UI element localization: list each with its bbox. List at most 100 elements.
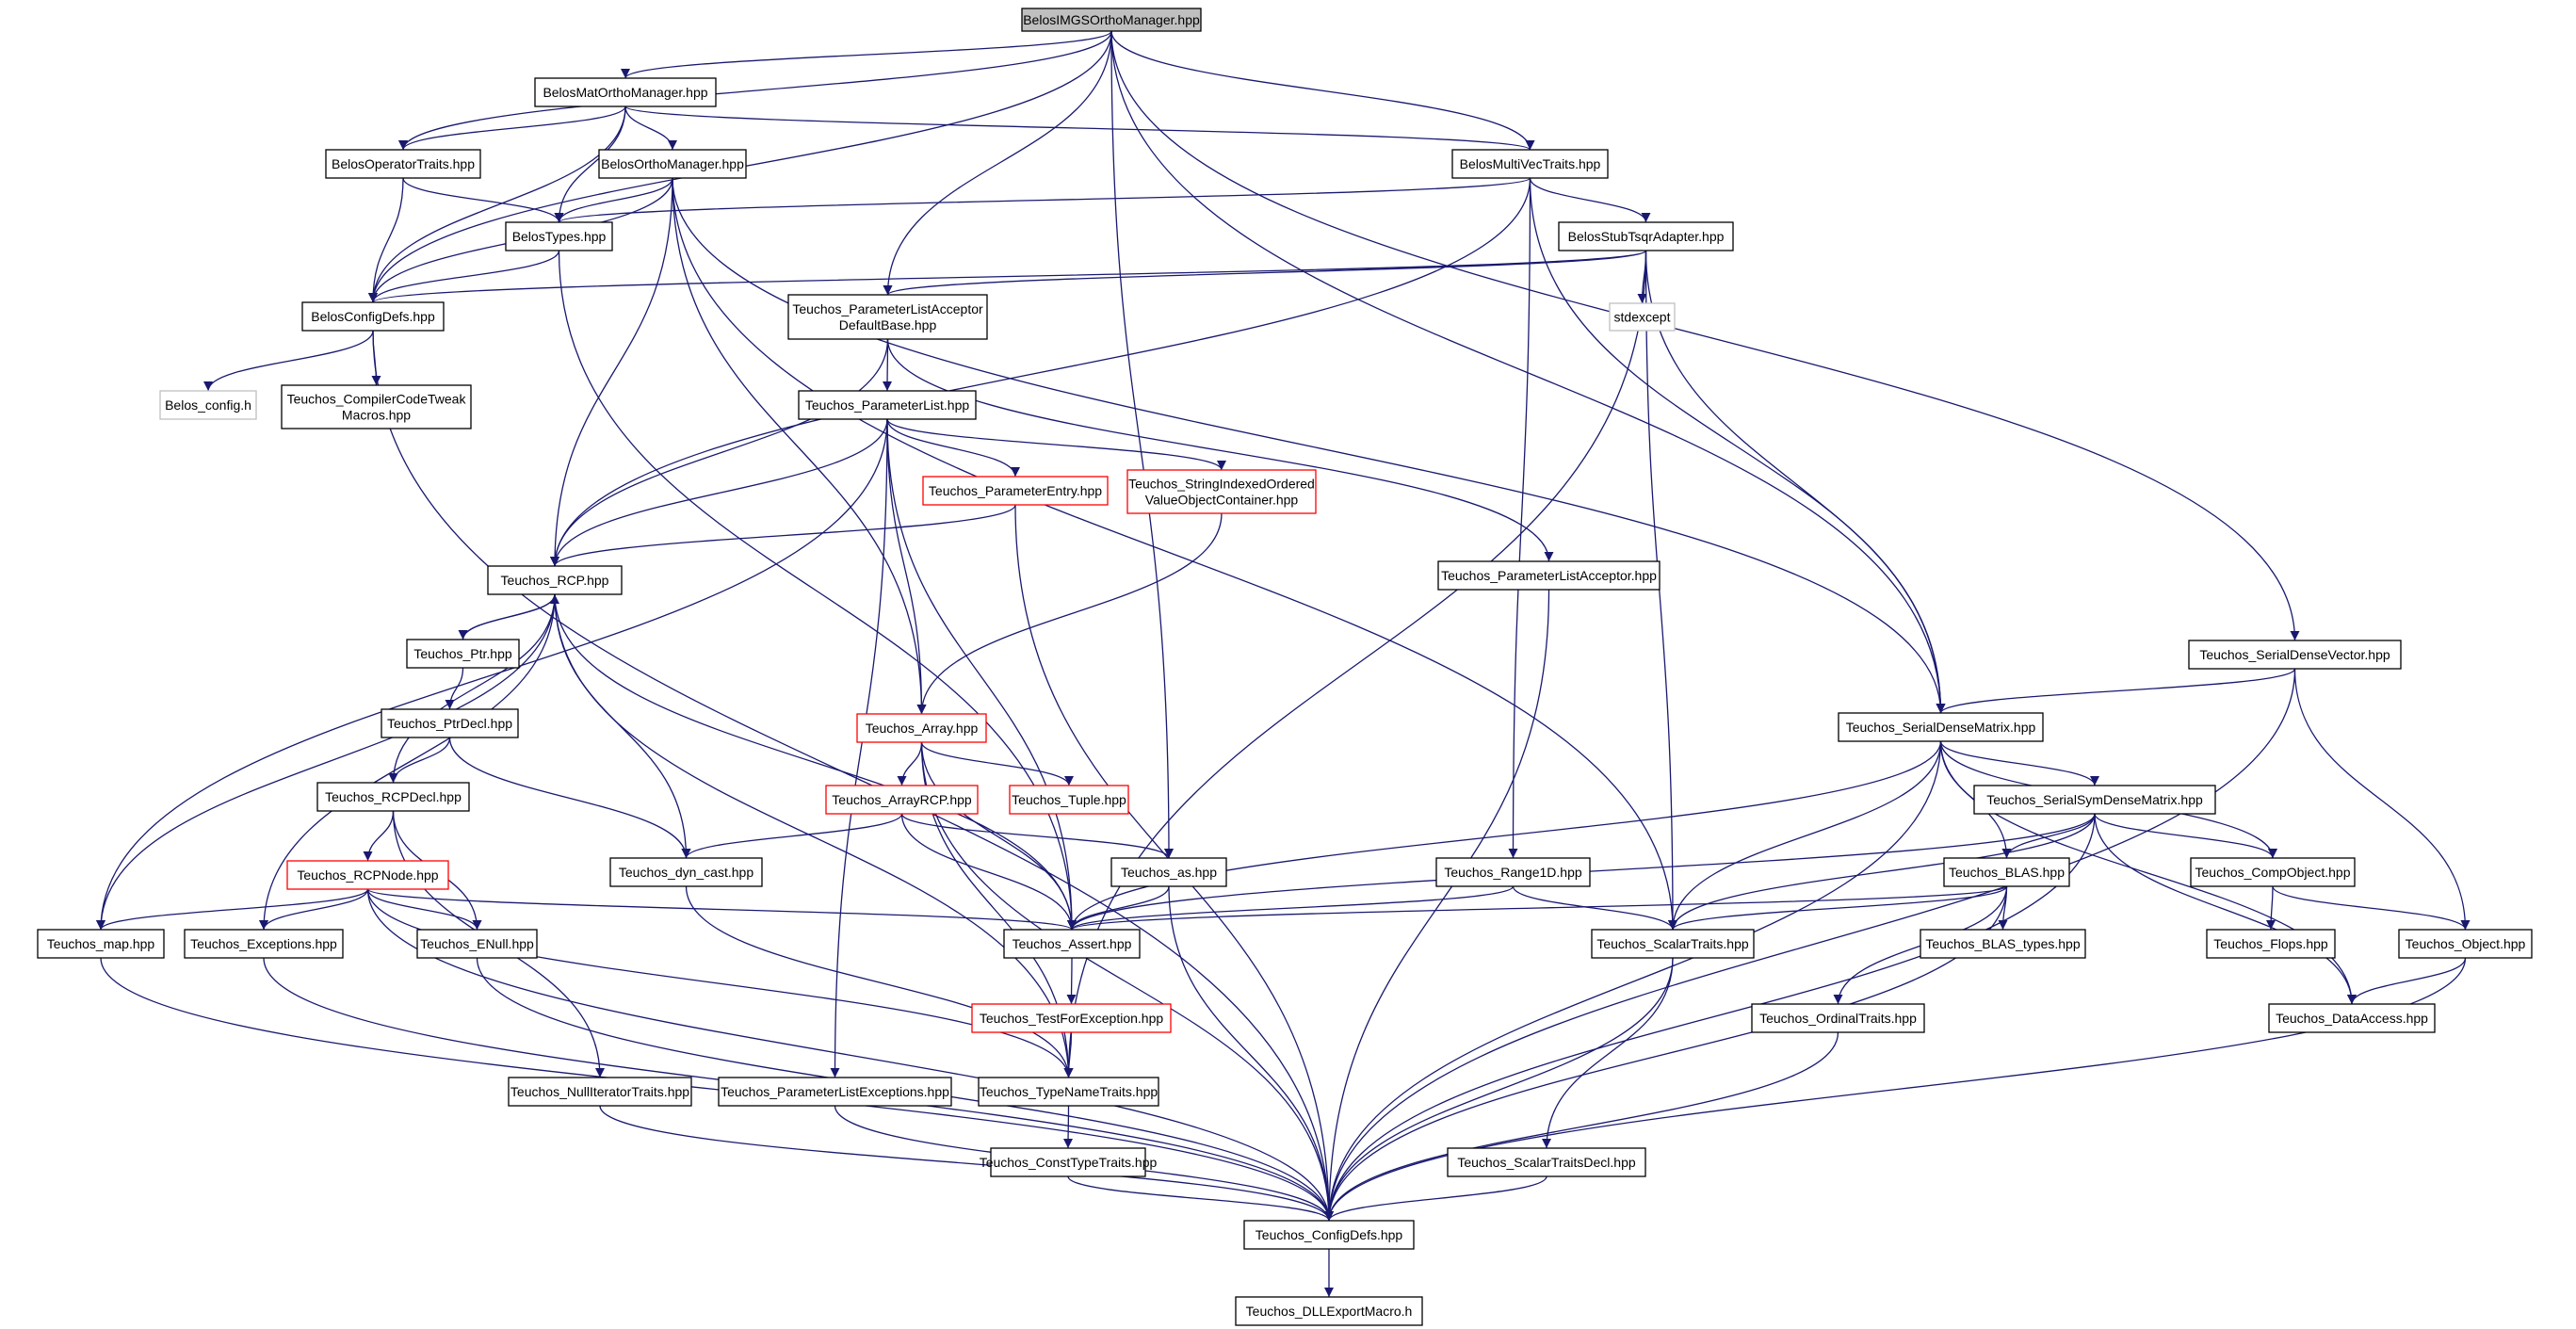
node-as[interactable]: Teuchos_as.hpp <box>1110 857 1227 887</box>
node-matortho[interactable]: BelosMatOrthoManager.hpp <box>534 77 717 107</box>
node-stringindexed[interactable]: Teuchos_StringIndexedOrderedValueObjectC… <box>1126 469 1317 514</box>
edge-scalartraits-to-scalartraitsdecl <box>1542 957 1674 1149</box>
edge-orthomgr-to-rcp <box>550 177 673 567</box>
node-sdmatrix[interactable]: Teuchos_SerialDenseMatrix.hpp <box>1838 712 2044 742</box>
node-compobject[interactable]: Teuchos_CompObject.hpp <box>2190 857 2356 887</box>
edge-matortho-to-orthomgr <box>624 105 677 151</box>
edge-range1d-to-scalartraits <box>1512 885 1677 931</box>
node-blas[interactable]: Teuchos_BLAS.hpp <box>1943 857 2070 887</box>
node-box <box>1003 929 1141 959</box>
edge-rcpnode-to-exceptions <box>259 888 369 931</box>
node-box <box>1110 857 1227 887</box>
node-belos_config[interactable]: Belos_config.h <box>159 390 257 420</box>
node-plexceptions[interactable]: Teuchos_ParameterListExceptions.hpp <box>718 1077 952 1107</box>
node-typenametraits[interactable]: Teuchos_TypeNameTraits.hpp <box>978 1077 1159 1107</box>
node-box <box>316 782 470 812</box>
node-label: BelosOrthoManager.hpp <box>601 156 744 171</box>
edge-compobject-to-flops <box>2266 885 2276 931</box>
edge-mvtraits-to-rcp <box>550 177 1531 567</box>
node-ptr[interactable]: Teuchos_Ptr.hpp <box>406 639 520 669</box>
node-nulliter[interactable]: Teuchos_NullIteratorTraits.hpp <box>508 1077 692 1107</box>
node-stdexcept[interactable]: stdexcept <box>1609 302 1676 332</box>
edge-paramlist-to-rcp <box>550 418 888 567</box>
node-label: Teuchos_ParameterListAcceptor <box>792 301 983 316</box>
edge-blas-to-assert <box>1067 885 2008 931</box>
node-label: DefaultBase.hpp <box>839 317 937 332</box>
node-rcpdecl[interactable]: Teuchos_RCPDecl.hpp <box>316 782 470 812</box>
node-blastypes[interactable]: Teuchos_BLAS_types.hpp <box>1920 929 2086 959</box>
node-plad[interactable]: Teuchos_ParameterListAcceptorDefaultBase… <box>787 294 988 340</box>
node-ordinaltraits[interactable]: Teuchos_OrdinalTraits.hpp <box>1751 1003 1925 1033</box>
edge-ptrdecl-to-rcpdecl <box>388 737 451 784</box>
node-paramentry[interactable]: Teuchos_ParameterEntry.hpp <box>922 476 1109 506</box>
node-arrayrcp[interactable]: Teuchos_ArrayRCP.hpp <box>825 785 979 815</box>
node-box <box>787 294 988 340</box>
node-placceptor[interactable]: Teuchos_ParameterListAcceptor.hpp <box>1437 560 1661 591</box>
node-box <box>990 1147 1146 1177</box>
node-box <box>1558 221 1734 251</box>
node-exceptions[interactable]: Teuchos_Exceptions.hpp <box>184 929 344 959</box>
node-scalartraitsdecl[interactable]: Teuchos_ScalarTraitsDecl.hpp <box>1447 1147 1646 1177</box>
node-box <box>487 565 623 595</box>
node-box <box>508 1077 692 1107</box>
edge-sdvector-to-sdmatrix <box>1936 668 2296 714</box>
node-types[interactable]: BelosTypes.hpp <box>505 221 613 251</box>
edge-stubtsqr-to-typenametraits <box>1063 250 1647 1078</box>
edge-sdmatrix-to-ssdmatrix <box>1939 740 2099 786</box>
edge-arrayrcp-to-assert <box>900 813 1077 931</box>
node-tuple[interactable]: Teuchos_Tuple.hpp <box>1009 785 1129 815</box>
edge-sdvector-to-object <box>2293 668 2471 931</box>
node-optraits[interactable]: BelosOperatorTraits.hpp <box>325 149 481 179</box>
node-enull[interactable]: Teuchos_ENull.hpp <box>416 929 538 959</box>
node-configdefs[interactable]: Teuchos_ConfigDefs.hpp <box>1243 1220 1415 1250</box>
node-ptrdecl[interactable]: Teuchos_PtrDecl.hpp <box>381 708 519 738</box>
node-map[interactable]: Teuchos_map.hpp <box>37 929 165 959</box>
node-orthomgr[interactable]: BelosOrthoManager.hpp <box>598 149 747 179</box>
node-box <box>971 1003 1172 1033</box>
edge-types-to-assert <box>558 250 1077 931</box>
node-mvtraits[interactable]: BelosMultiVecTraits.hpp <box>1451 149 1609 179</box>
node-configdefs_belos[interactable]: BelosConfigDefs.hpp <box>301 301 445 332</box>
node-flops[interactable]: Teuchos_Flops.hpp <box>2206 929 2336 959</box>
node-box <box>505 221 613 251</box>
node-label: Teuchos_ConfigDefs.hpp <box>1256 1227 1403 1242</box>
node-root[interactable]: BelosIMGSOrthoManager.hpp <box>1021 8 1202 32</box>
node-dataaccess[interactable]: Teuchos_DataAccess.hpp <box>2268 1003 2436 1033</box>
node-stubtsqr[interactable]: BelosStubTsqrAdapter.hpp <box>1558 221 1734 251</box>
node-paramlist[interactable]: Teuchos_ParameterList.hpp <box>798 390 977 420</box>
node-box <box>1243 1220 1415 1250</box>
edge-orthomgr-to-types <box>554 177 673 223</box>
edge-matortho-to-configdefs_belos <box>368 105 626 303</box>
node-label: Teuchos_ParameterList.hpp <box>805 397 970 413</box>
edge-root-to-as <box>1110 30 1174 859</box>
node-rcp[interactable]: Teuchos_RCP.hpp <box>487 565 623 595</box>
node-box <box>1591 929 1755 959</box>
node-box <box>2188 640 2402 670</box>
node-dyncast[interactable]: Teuchos_dyn_cast.hpp <box>609 857 763 887</box>
node-array[interactable]: Teuchos_Array.hpp <box>856 713 987 743</box>
edge-rcpnode-to-map <box>96 888 369 931</box>
node-object[interactable]: Teuchos_Object.hpp <box>2398 929 2533 959</box>
edge-sdmatrix-to-scalartraits <box>1668 740 1942 931</box>
node-testforexc[interactable]: Teuchos_TestForException.hpp <box>971 1003 1172 1033</box>
node-box <box>856 713 987 743</box>
edge-orthomgr-to-sdmatrix <box>672 177 1946 714</box>
node-consttypetraits[interactable]: Teuchos_ConstTypeTraits.hpp <box>980 1147 1158 1177</box>
edge-optraits-to-configdefs_belos <box>368 177 404 303</box>
node-range1d[interactable]: Teuchos_Range1D.hpp <box>1435 857 1591 887</box>
edge-array-to-arrayrcp <box>897 741 923 786</box>
node-rcpnode[interactable]: Teuchos_RCPNode.hpp <box>286 860 449 890</box>
node-sdvector[interactable]: Teuchos_SerialDenseVector.hpp <box>2188 640 2402 670</box>
node-scalartraits[interactable]: Teuchos_ScalarTraits.hpp <box>1591 929 1755 959</box>
edge-paramlist-to-stringindexed <box>886 418 1226 471</box>
edge-root-to-sdvector <box>1110 30 2300 641</box>
edge-mvtraits-to-range1d <box>1508 177 1531 859</box>
node-ssdmatrix[interactable]: Teuchos_SerialSymDenseMatrix.hpp <box>1973 785 2216 815</box>
edge-ordinaltraits-to-configdefs <box>1324 1031 1839 1222</box>
node-assert[interactable]: Teuchos_Assert.hpp <box>1003 929 1141 959</box>
node-label: BelosStubTsqrAdapter.hpp <box>1568 229 1725 244</box>
edge-matortho-to-mvtraits <box>624 105 1535 151</box>
node-dllexport[interactable]: Teuchos_DLLExportMacro.h <box>1235 1296 1423 1326</box>
node-label: Teuchos_Tuple.hpp <box>1012 792 1126 807</box>
